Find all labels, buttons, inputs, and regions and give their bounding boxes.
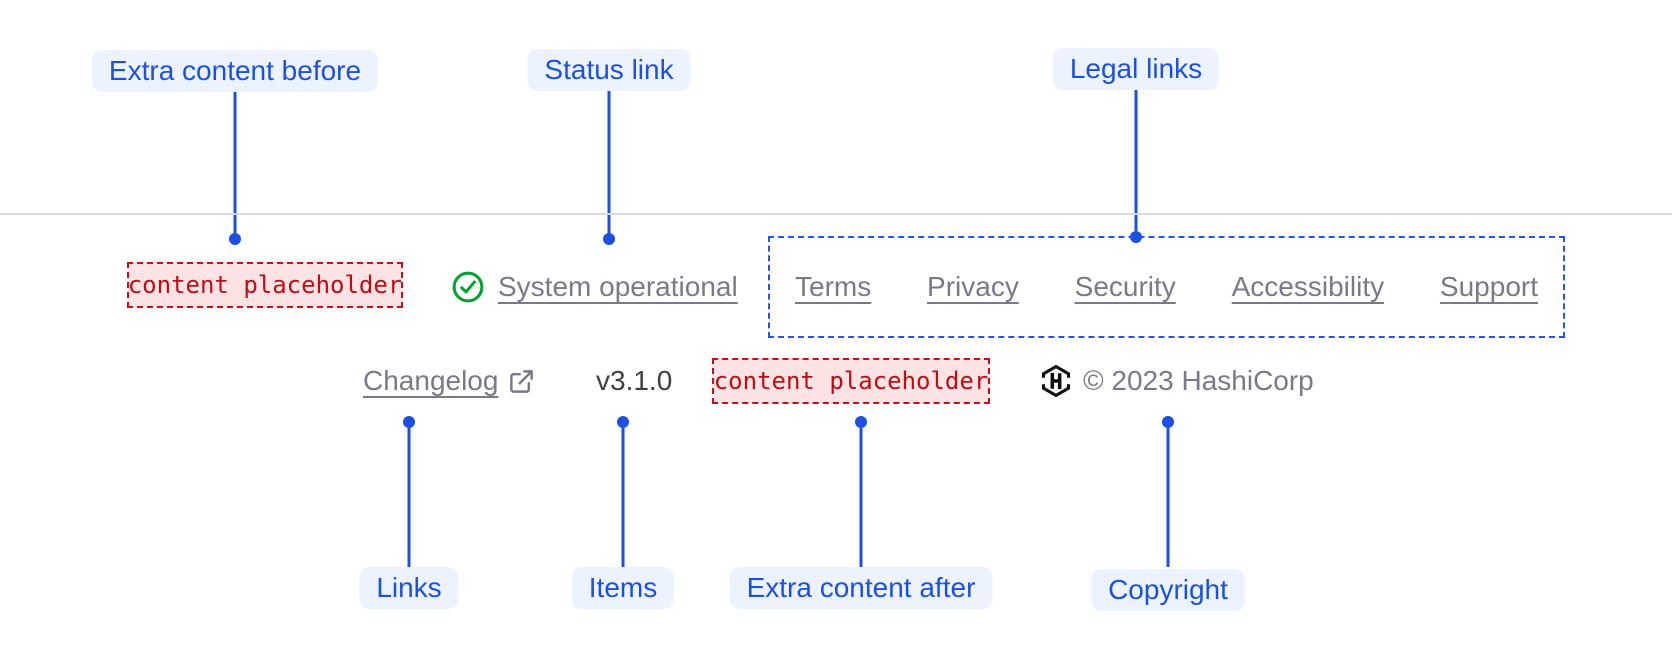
legal-link-accessibility[interactable]: Accessibility [1231, 271, 1385, 302]
legal-link-privacy[interactable]: Privacy [927, 271, 1019, 302]
connector-dot-items [617, 416, 629, 428]
connector-dot-copyright [1162, 416, 1174, 428]
connector-dot-status-link [603, 233, 615, 245]
version-item: v3.1.0 [596, 365, 673, 396]
annotation-chip-status-link: Status link [527, 49, 691, 91]
connector-line-copyright [1166, 428, 1170, 567]
legal-link-terms[interactable]: Terms [795, 271, 872, 302]
connector-line-extra-content-after [859, 428, 863, 567]
changelog-link-label: Changelog [363, 365, 499, 396]
copyright-area: © 2023 HashiCorp [1039, 364, 1314, 398]
hashicorp-logo [1039, 364, 1073, 398]
external-link-icon [508, 368, 535, 395]
annotation-chip-links: Links [359, 567, 459, 609]
connector-line-links [407, 428, 411, 567]
annotation-chip-items: Items [571, 567, 675, 609]
status-link[interactable]: System operational [452, 271, 738, 303]
legal-link-security[interactable]: Security [1074, 271, 1176, 302]
connector-dot-extra-content-after [855, 416, 867, 428]
changelog-link[interactable]: Changelog [363, 365, 535, 397]
connector-line-items [621, 428, 625, 567]
footer-top-divider [0, 213, 1672, 215]
connector-line-status-link [607, 91, 611, 234]
annotation-chip-legal-links: Legal links [1052, 48, 1220, 90]
connector-dot-links [403, 416, 415, 428]
annotation-chip-copyright: Copyright [1091, 569, 1245, 611]
copyright-text: © 2023 HashiCorp [1083, 365, 1314, 396]
legal-links-region: Terms Privacy Security Accessibility Sup… [768, 236, 1565, 338]
status-link-label: System operational [498, 271, 738, 302]
extra-content-before-placeholder: content placeholder [127, 262, 403, 308]
connector-line-legal-links [1134, 90, 1138, 231]
status-check-icon [452, 271, 484, 303]
annotation-chip-extra-content-after: Extra content after [729, 567, 993, 609]
extra-content-after-placeholder: content placeholder [712, 358, 990, 404]
connector-line-extra-content-before [233, 92, 237, 234]
connector-dot-extra-content-before [229, 233, 241, 245]
legal-link-support[interactable]: Support [1439, 271, 1538, 302]
annotation-chip-extra-content-before: Extra content before [91, 50, 379, 92]
